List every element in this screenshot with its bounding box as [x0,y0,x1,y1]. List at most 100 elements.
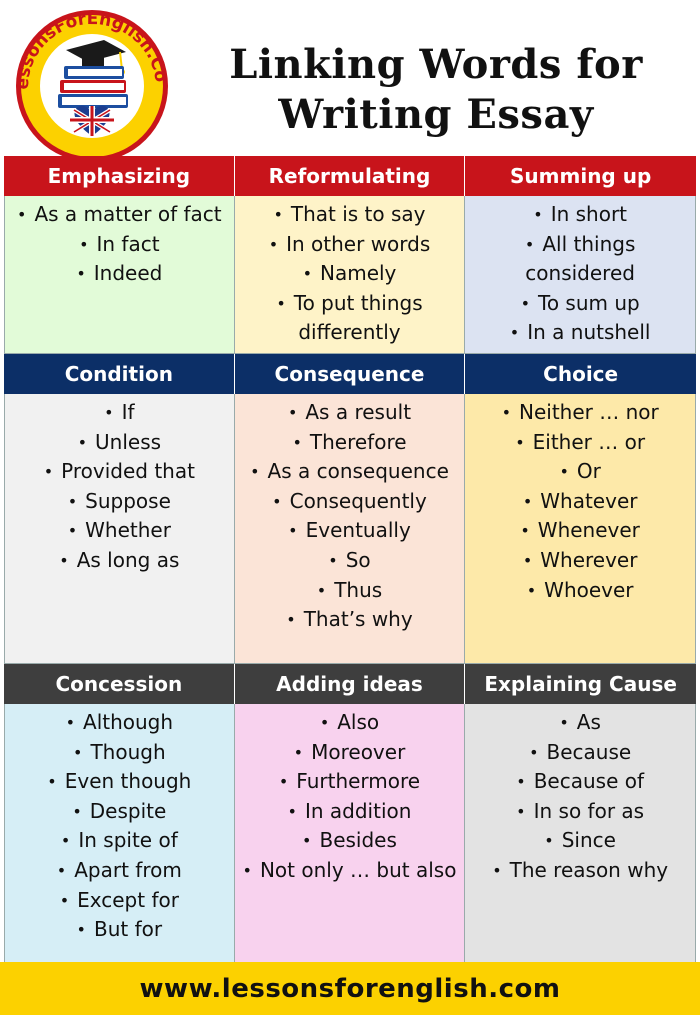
bullet-icon: • [515,432,525,452]
list-item: • Eventually [241,516,459,546]
content-row: •As a matter of fact•In fact•Indeed•That… [4,196,696,354]
bullet-icon: • [76,264,86,284]
list-item: •That is to say [241,200,459,230]
section-list-cell: •As•Because•Because of•In so for as•Sinc… [465,704,696,996]
bullet-icon: • [319,713,330,732]
section-list-cell: •As a result•Therefore•As a consequence•… [234,394,466,664]
section-list-cell: •In short•All things considered•To sum u… [465,196,696,354]
linking-word: Furthermore [296,769,421,794]
title-line-2: Writing Essay [278,91,594,138]
list-item: • Furthermore [241,767,459,797]
list-item: • If [11,398,228,428]
bullet-icon: • [526,580,537,600]
lessonsforenglish-logo: LessonsForEnglish.Com [6,4,171,162]
linking-word: Whoever [544,577,634,602]
bullet-icon: • [516,801,526,821]
linking-word-list: •As•Because•Because of•In so for as•Sinc… [471,708,689,886]
bullet-icon: • [242,860,252,880]
linking-word: As a consequence [267,459,449,484]
linking-word: In other words [286,231,431,256]
linking-word: The reason why [509,857,669,882]
bullet-icon: • [522,550,533,570]
bullet-icon: • [492,860,502,880]
bullet-icon: • [533,205,543,224]
linking-word: As long as [76,547,180,572]
list-item: •In so for as [471,797,689,827]
bullet-icon: • [272,491,282,511]
linking-word: Eventually [305,518,411,543]
linking-word: Consequently [289,488,427,513]
linking-word: Besides [319,828,397,853]
content-row: •Although•Though•Even though•Despite•In … [4,704,696,996]
bullet-icon: • [520,293,530,313]
list-item: •Whether [11,516,228,546]
linking-word: Or [576,459,601,484]
linking-word: In spite of [78,828,178,853]
bullet-icon: • [104,403,114,422]
linking-word: Whenever [537,518,640,543]
bullet-icon: • [276,293,286,313]
bullet-icon: • [77,432,88,452]
list-item: •Suppose [11,487,228,517]
bullet-icon: • [67,491,78,511]
list-item: • In fact [11,230,228,260]
list-item: •Except for [11,886,228,916]
list-item: •As a result [241,398,459,428]
list-item: •Whatever [471,487,689,517]
section-heading: Choice [465,354,696,394]
linking-word: But for [93,917,163,942]
section-list-cell: •Also•Moreover•Furthermore•In addition•B… [234,704,466,996]
linking-word: Wherever [540,547,638,572]
list-item: •Provided that [11,457,228,487]
list-item: •Even though [11,767,228,797]
list-item: •Because of [471,767,689,797]
linking-word: As a matter of fact [34,202,222,226]
bullet-icon: • [287,801,297,821]
bullet-icon: • [288,521,298,541]
list-item: •Not only … but also [241,856,459,886]
linking-word: So [345,547,371,572]
list-item: •Besides [241,826,459,856]
linking-word: In fact [96,231,160,256]
list-item: •Though [11,738,228,768]
linking-word-list: •Although•Though•Even though•Despite•In … [11,708,228,945]
section-list-cell: •That is to say•In other words•Namely•To… [234,196,466,354]
list-item: •As [471,708,689,738]
bullet-icon: • [250,462,260,482]
linking-word: Unless [95,429,162,454]
bullet-icon: • [59,550,69,570]
linking-word: If [121,400,135,424]
bullet-icon: • [73,742,83,762]
list-item: •Thus [241,576,459,606]
linking-word: Even though [64,769,192,794]
bullet-icon: • [287,403,298,422]
list-item: •Namely [241,259,459,289]
linking-word: Whether [85,518,171,543]
section-heading: Summing up [465,156,696,196]
bullet-icon: • [544,831,554,851]
bullet-icon: • [72,801,82,821]
bullet-icon: • [328,550,338,570]
linking-word: Indeed [93,261,163,286]
linking-word-list: •As a result•Therefore•As a consequence•… [241,398,459,635]
linking-word: Therefore [309,429,407,454]
bullet-icon: • [79,234,89,254]
list-item: •In a nutshell [471,318,689,348]
bullet-icon: • [501,403,511,422]
bullet-icon: • [278,772,289,792]
linking-word: As [576,710,601,734]
section-heading: Explaining Cause [465,664,696,704]
bullet-icon: • [292,432,302,452]
bullet-icon: • [559,462,569,482]
linking-word: Because [546,739,632,764]
section-heading: Emphasizing [4,156,235,196]
bullet-icon: • [60,831,71,851]
bullet-icon: • [529,742,539,762]
linking-word: Namely [320,261,397,286]
linking-word: Moreover [311,739,406,764]
content-row: •If•Unless•Provided that•Suppose•Whether… [4,394,696,664]
linking-word-list: •In short•All things considered•To sum u… [471,200,689,348]
